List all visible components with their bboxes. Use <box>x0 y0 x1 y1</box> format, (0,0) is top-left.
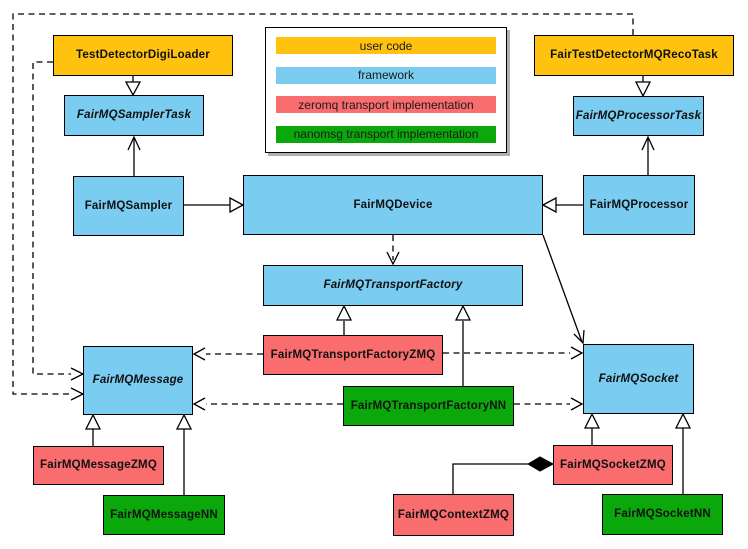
legend-label-user-code: user code <box>359 38 413 53</box>
node-label: FairMQMessageZMQ <box>40 459 157 472</box>
node-label: FairMQProcessorTask <box>575 109 702 122</box>
edge-dependency-fairmqtransportfactoryzmq-fairmqsocket <box>443 346 584 360</box>
node-label: FairMQSampler <box>84 199 173 212</box>
node-fairmq-context-zmq: FairMQContextZMQ <box>393 494 514 536</box>
node-fairmq-transport-factory-nn: FairMQTransportFactoryNN <box>343 386 514 426</box>
node-label: FairMQMessage <box>92 374 184 387</box>
edge-composition-fairmqsocketzmq-fairmqcontextzmq <box>452 456 555 494</box>
edge-association-fairmqsampler-fairmqsamplertask <box>127 135 141 176</box>
edge-association-fairmqdevice-fairmqsocket <box>542 234 585 345</box>
legend-item-nanomsg: nanomsg transport implementation <box>276 125 496 143</box>
edge-inheritance-testdetectordigiloader-fairmqsamplertask <box>124 76 142 97</box>
node-test-detector-digi-loader: TestDetectorDigiLoader <box>53 35 233 76</box>
legend-label-zeromq: zeromq transport implementation <box>298 97 474 112</box>
edge-inheritance-fairmqmessagezmq-fairmqmessage <box>84 413 102 446</box>
node-fairmq-message: FairMQMessage <box>83 346 193 415</box>
edge-inheritance-fairmqprocessor-fairmqdevice <box>541 196 583 214</box>
node-label: FairMQProcessor <box>589 198 689 211</box>
legend-item-framework: framework <box>276 66 496 84</box>
node-fairmq-transport-factory-zmq: FairMQTransportFactoryZMQ <box>263 335 443 375</box>
edge-inheritance-fairtestdetectormqrecotask-fairmqprocessortask <box>634 76 652 98</box>
node-fairmq-processor: FairMQProcessor <box>583 175 695 235</box>
edge-dependency-fairmqtransportfactoryzmq-fairmqmessage <box>192 347 263 361</box>
node-fairmq-sampler-task: FairMQSamplerTask <box>64 95 204 136</box>
edge-inheritance-fairmqsocketnn-fairmqsocket <box>674 412 692 494</box>
node-fairmq-message-zmq: FairMQMessageZMQ <box>33 446 164 485</box>
legend-item-zeromq: zeromq transport implementation <box>276 96 496 114</box>
node-fairmq-message-nn: FairMQMessageNN <box>103 495 225 535</box>
edge-inheritance-fairmqtransportfactorynn-fairmqtransportfactory <box>454 304 472 386</box>
node-fairmq-device: FairMQDevice <box>243 175 543 235</box>
node-label: FairMQMessageNN <box>110 508 218 521</box>
legend-label-nanomsg: nanomsg transport implementation <box>293 127 479 142</box>
edge-association-fairmqprocessor-fairmqprocessortask <box>641 135 655 175</box>
node-fairmq-socket-zmq: FairMQSocketZMQ <box>553 445 673 485</box>
node-label: TestDetectorDigiLoader <box>76 49 210 62</box>
node-fairmq-transport-factory: FairMQTransportFactory <box>263 265 523 306</box>
node-label: FairMQContextZMQ <box>397 508 510 521</box>
legend-item-user-code: user code <box>276 37 496 54</box>
node-label: FairMQTransportFactory <box>323 279 463 292</box>
edge-dependency-fairmqtransportfactorynn-fairmqmessage <box>192 397 343 411</box>
node-fairmq-socket-nn: FairMQSocketNN <box>602 494 723 535</box>
edge-inheritance-fairmqsocketzmq-fairmqsocket <box>583 412 601 445</box>
node-fairmq-sampler: FairMQSampler <box>73 176 184 236</box>
node-fair-test-detector-mq-reco-task: FairTestDetectorMQRecoTask <box>534 35 734 76</box>
legend: user code framework zeromq transport imp… <box>265 27 507 153</box>
node-label: FairMQSocket <box>598 372 679 385</box>
edge-inheritance-fairmqtransportfactoryzmq-fairmqtransportfactory <box>335 304 353 335</box>
node-label: FairMQSocketNN <box>614 508 711 521</box>
node-label: FairTestDetectorMQRecoTask <box>550 49 718 62</box>
edge-inheritance-fairmqsampler-fairmqdevice <box>184 196 245 214</box>
node-label: FairMQTransportFactoryNN <box>350 399 507 412</box>
node-label: FairMQDevice <box>353 198 433 211</box>
node-label: FairMQSamplerTask <box>76 109 192 122</box>
edge-dependency-fairmqtransportfactorynn-fairmqsocket <box>514 397 584 411</box>
legend-label-framework: framework <box>357 68 414 83</box>
node-label: FairMQSocketZMQ <box>560 458 666 471</box>
edge-inheritance-fairmqmessagenn-fairmqmessage <box>175 413 193 495</box>
node-fairmq-processor-task: FairMQProcessorTask <box>573 96 704 136</box>
node-fairmq-socket: FairMQSocket <box>583 344 694 414</box>
node-label: FairMQTransportFactoryZMQ <box>270 348 436 361</box>
edge-dependency-fairmqdevice-fairmqtransportfactory <box>386 235 400 266</box>
